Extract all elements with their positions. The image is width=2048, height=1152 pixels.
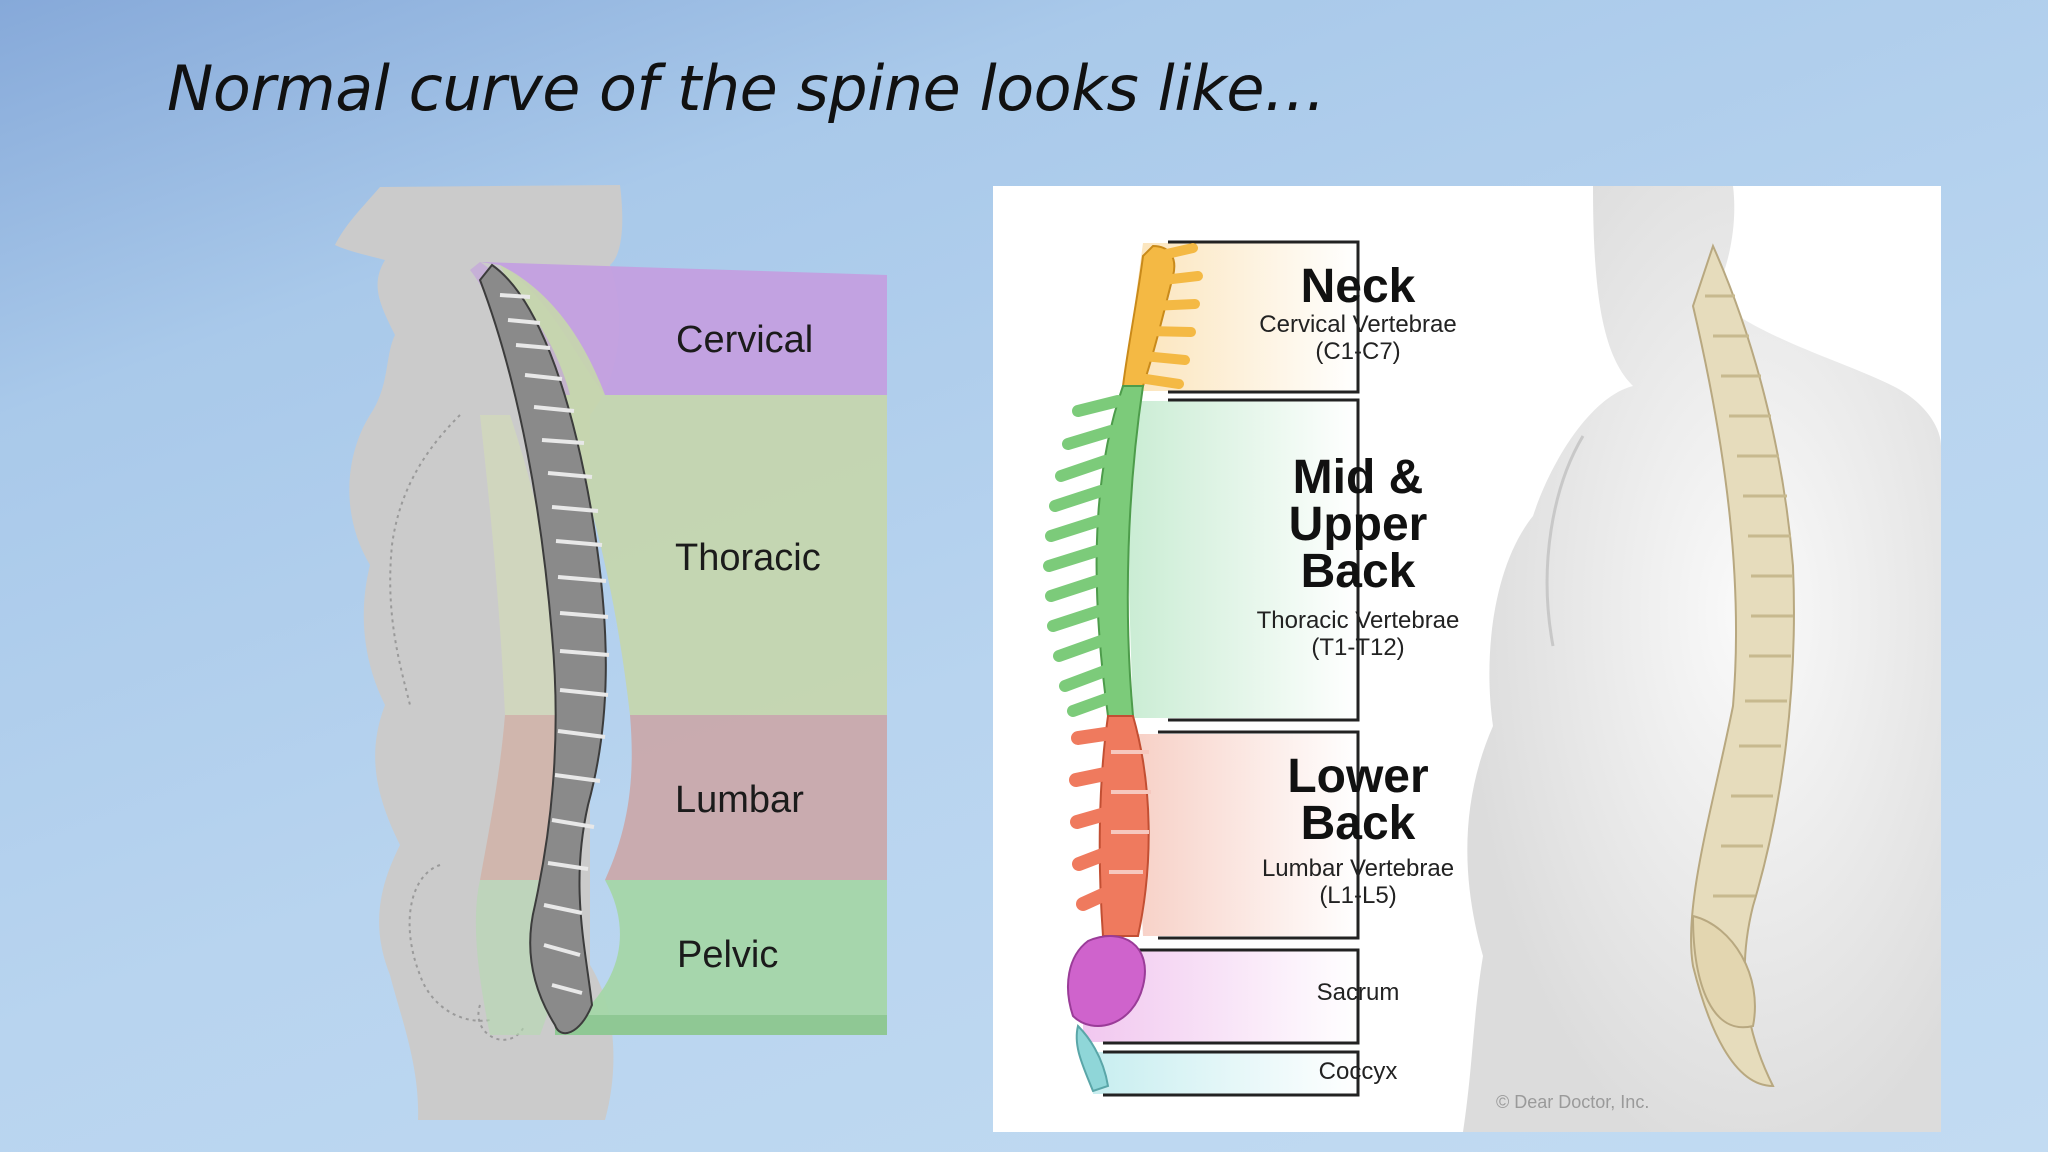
neck-range: (C1-C7) [1315, 338, 1401, 365]
neck-subtitle: Cervical Vertebrae [1259, 311, 1457, 338]
mid-upper-title-line3: Back [1300, 545, 1416, 598]
copyright-notice: © Dear Doctor, Inc. [1496, 1092, 1650, 1112]
region-label-cervical: Cervical [676, 319, 814, 361]
spine-sections-diagram: Neck Cervical Vertebrae (C1-C7) Mid & Up… [993, 186, 1941, 1132]
neck-title: Neck [1300, 260, 1416, 313]
lower-back-title-line2: Back [1300, 797, 1416, 850]
lower-back-title-line1: Lower [1287, 750, 1429, 803]
mid-upper-title-line2: Upper [1288, 498, 1428, 551]
spine-sections-illustration [1043, 186, 1941, 1132]
mid-upper-title-line1: Mid & [1292, 451, 1424, 504]
spine-regions-diagram: Cervical Thoracic Lumbar Pelvic [330, 185, 890, 1120]
mid-upper-range: (T1-T12) [1311, 634, 1405, 661]
slide-title: Normal curve of the spine looks like… [167, 52, 1326, 125]
body-silhouette-illustration [335, 185, 887, 1120]
sacrum-label: Sacrum [1316, 979, 1400, 1006]
coccyx-label: Coccyx [1318, 1058, 1398, 1085]
mid-upper-subtitle: Thoracic Vertebrae [1256, 607, 1460, 634]
lower-back-range: (L1-L5) [1319, 882, 1397, 909]
region-label-lumbar: Lumbar [675, 779, 804, 821]
region-label-pelvic: Pelvic [677, 934, 779, 976]
lower-back-subtitle: Lumbar Vertebrae [1261, 855, 1455, 882]
region-label-thoracic: Thoracic [675, 537, 821, 579]
